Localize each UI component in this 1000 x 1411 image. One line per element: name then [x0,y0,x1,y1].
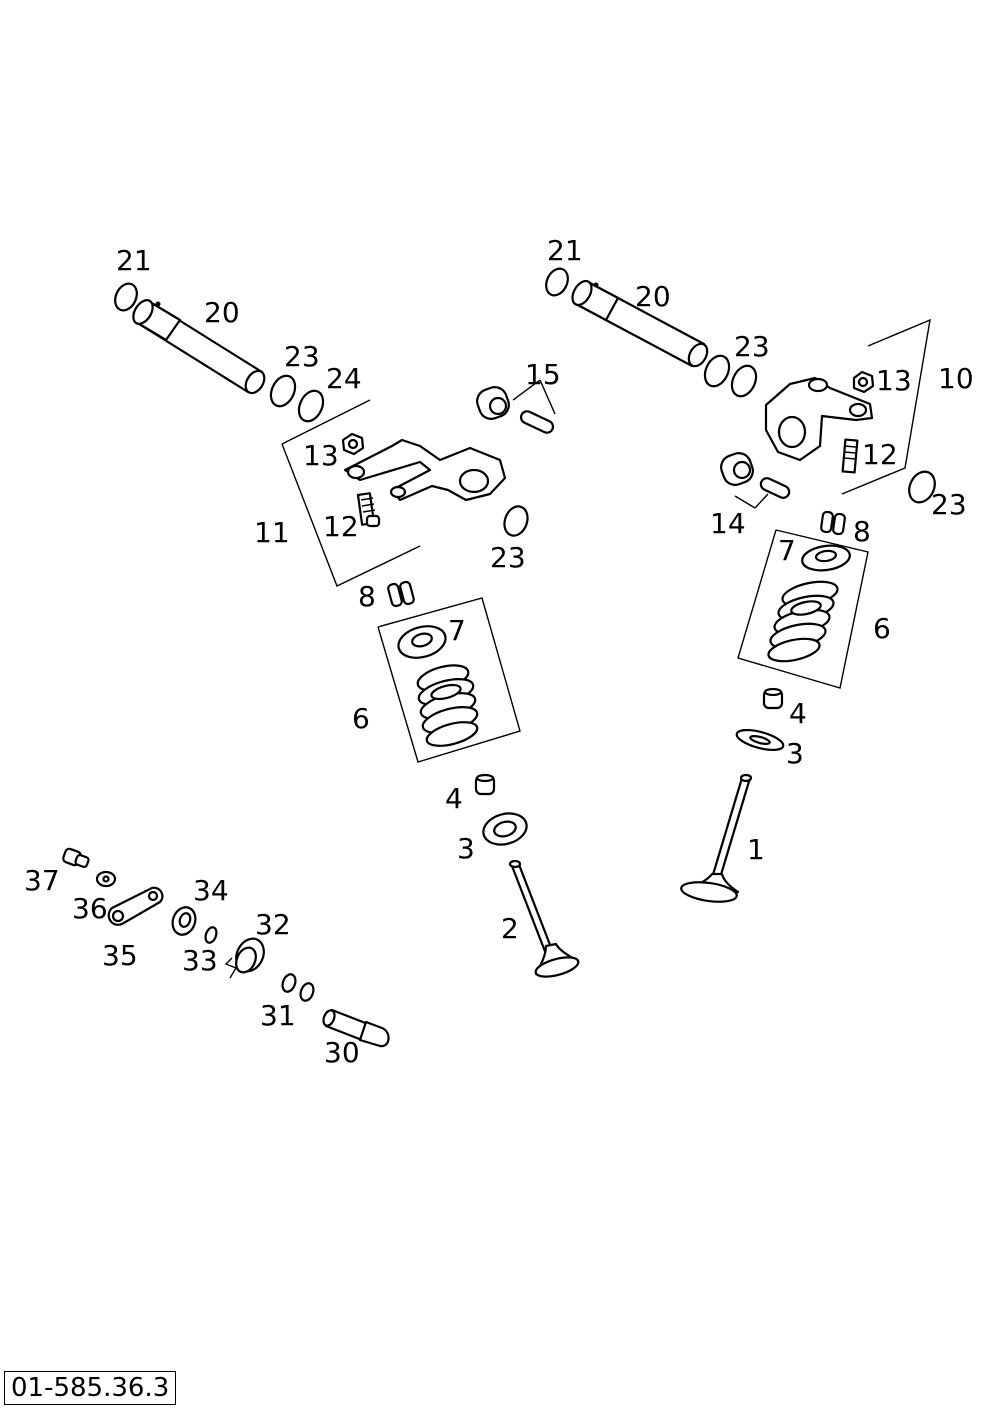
part-20-rocker-shaft-r [571,279,709,368]
part-23-ring-b [503,505,529,537]
part-1-valve [680,773,753,903]
part-6-group-frame-r [737,529,869,689]
part-30-decompression-shaft [322,1008,390,1048]
part-4-valve-stem-seal-r [762,687,784,710]
label-34: 34 [193,874,229,907]
label-15: 15 [525,358,561,391]
part-13-nut [341,432,365,456]
part-21-o-ring [114,282,138,312]
label-33: 33 [182,944,218,977]
part-12-adjust-screw-r [841,438,859,474]
part-35-lever [107,886,164,926]
label-7: 7 [778,534,796,567]
label-8: 8 [853,515,871,548]
label-4: 4 [789,697,807,730]
part-4-valve-stem-seal [474,773,496,796]
part-12-adjust-screw [356,492,381,528]
part-11-group-frame [281,399,371,445]
label-35: 35 [102,939,138,972]
part-31-o-ring [281,973,297,993]
label-3: 3 [457,832,475,865]
part-10-group-frame [841,318,931,495]
label-13: 13 [876,364,912,397]
part-13-nut-r [852,370,875,394]
label-14: 14 [710,507,746,540]
part-20-rocker-shaft [132,299,266,395]
label-23: 23 [490,541,526,574]
label-8: 8 [358,580,376,613]
label-20: 20 [635,280,671,313]
part-7-spring-retainer [397,625,447,659]
part-15-roller-and-pin [476,379,556,434]
part-2-valve [508,859,580,978]
part-3-spring-seat-washer-r [735,728,785,752]
label-36: 36 [72,892,108,925]
part-24-ring [297,389,325,423]
part-32-spring [224,937,265,979]
part-3-spring-seat-washer [482,812,528,846]
part-6-valve-spring [416,664,479,747]
label-3: 3 [786,737,804,770]
label-6: 6 [873,612,891,645]
part-number-labels: 21 20 23 24 15 13 11 12 23 8 7 6 4 3 2 2… [24,234,974,1069]
decompression-assembly [62,847,390,1048]
part-10-rocker-arm [764,376,874,462]
label-23: 23 [931,488,967,521]
label-30: 30 [324,1036,360,1069]
part-8-valve-collets [387,580,415,608]
label-32: 32 [255,908,291,941]
part-33-o-ring [204,926,218,944]
part-21-o-ring-r [545,267,569,297]
part-6-valve-spring-r [767,580,839,663]
part-11-rocker-arm [343,438,507,502]
part-34-seal [171,906,197,936]
label-20: 20 [204,296,240,329]
label-21: 21 [547,234,583,267]
drawing-reference-code: 01-585.36.3 [4,1371,177,1405]
label-37: 37 [24,864,60,897]
label-2: 2 [501,912,519,945]
part-6-group-frame [377,597,521,763]
right-valve-assembly [545,267,936,903]
label-23: 23 [284,340,320,373]
part-23-ring-r3 [908,470,936,504]
part-31-o-ring-b [299,982,315,1002]
label-24: 24 [326,362,362,395]
part-23-ring-r [703,354,731,388]
label-12: 12 [323,510,359,543]
label-21: 21 [116,244,152,277]
label-23: 23 [734,330,770,363]
part-8-valve-collets-r [820,510,846,536]
label-10: 10 [938,362,974,395]
label-6: 6 [352,702,370,735]
label-7: 7 [448,614,466,647]
label-13: 13 [303,439,339,472]
part-37-bolt [62,847,90,869]
label-4: 4 [445,782,463,815]
label-12: 12 [862,438,898,471]
left-valve-assembly [114,282,580,978]
label-31: 31 [260,999,296,1032]
label-11: 11 [254,516,290,549]
part-23-ring [269,374,297,408]
part-7-spring-retainer-r [801,544,851,572]
part-14-roller-and-pin [720,452,791,509]
label-1: 1 [747,833,765,866]
part-23-ring-r2 [730,364,758,398]
